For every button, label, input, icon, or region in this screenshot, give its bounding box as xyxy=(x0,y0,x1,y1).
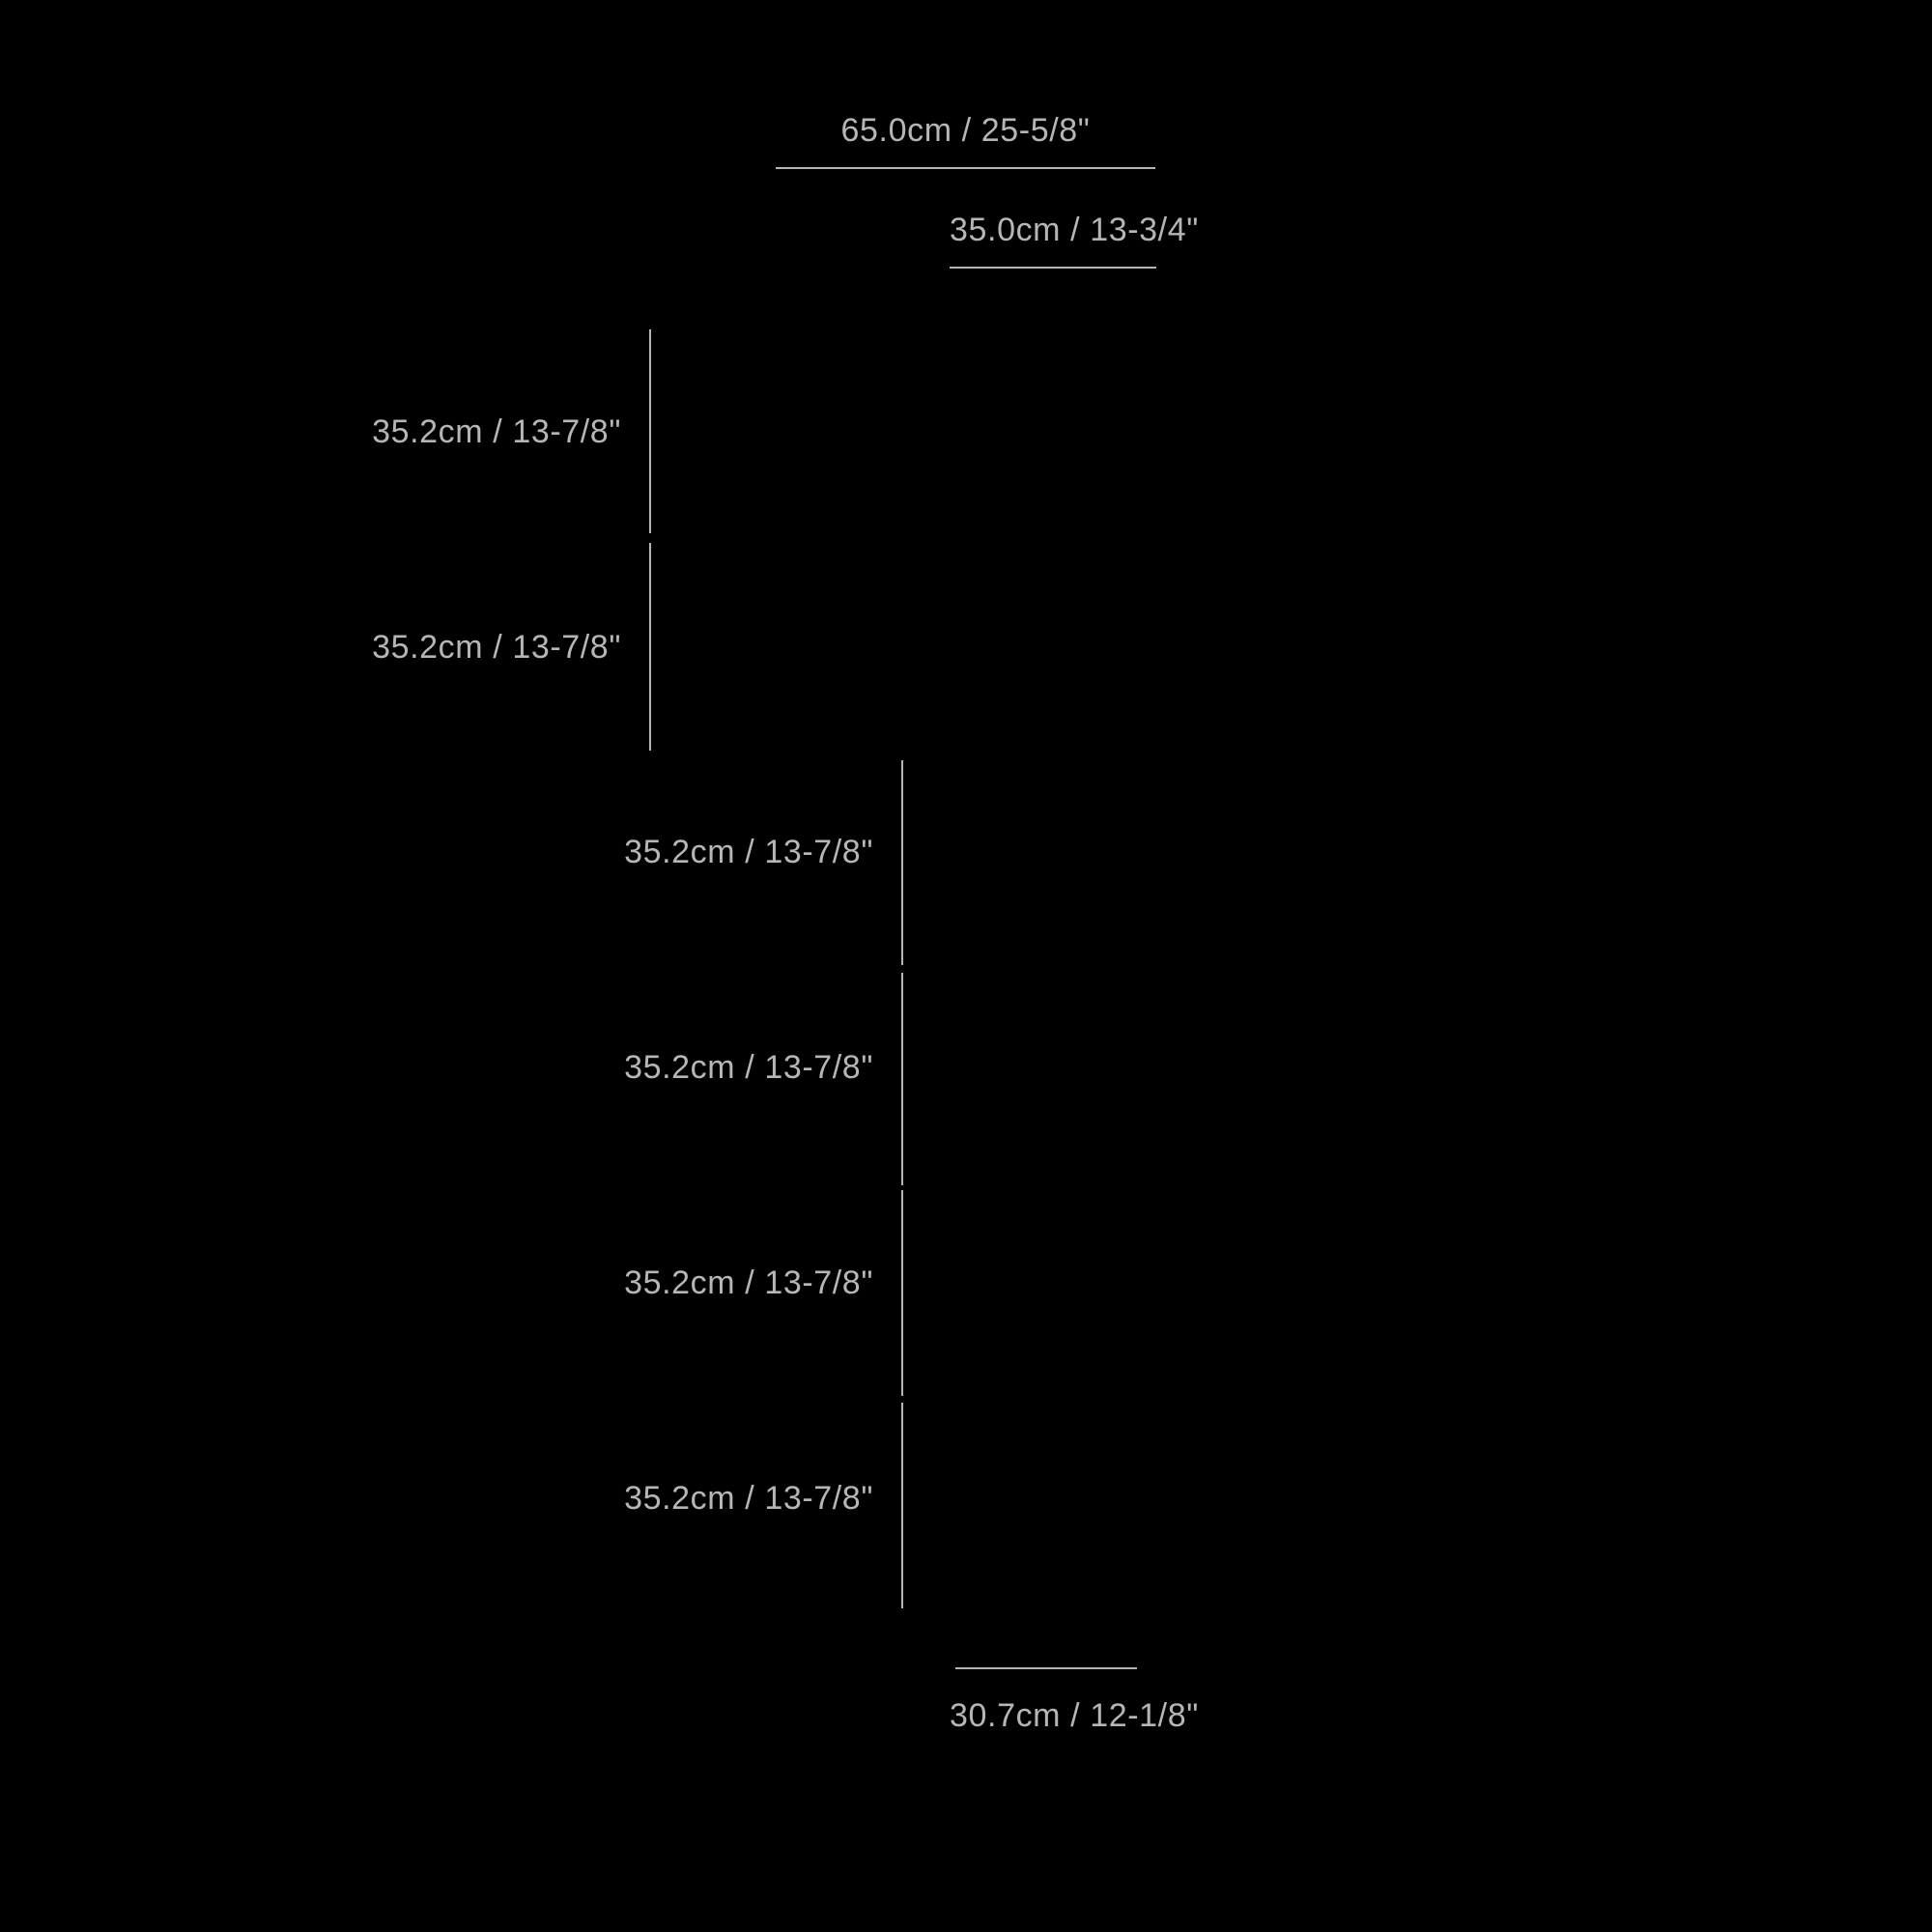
dimension-rule-center-height-1 xyxy=(901,760,903,965)
dimension-label-second-width: 35.0cm / 13-3/4" xyxy=(950,212,1199,248)
dimension-label-left-height-2: 35.2cm / 13-7/8" xyxy=(372,629,621,666)
dimension-rule-second-width xyxy=(950,267,1156,269)
dimension-rule-center-height-4 xyxy=(901,1403,903,1608)
dimension-label-bottom-width: 30.7cm / 12-1/8" xyxy=(950,1697,1199,1734)
dimension-label-top-width: 65.0cm / 25-5/8" xyxy=(840,112,1091,149)
dimension-rule-center-height-2 xyxy=(901,973,903,1185)
dimension-rule-left-height-2 xyxy=(649,543,651,751)
dimension-rule-center-height-3 xyxy=(901,1190,903,1396)
dimension-label-center-height-1: 35.2cm / 13-7/8" xyxy=(624,834,873,870)
dimension-rule-left-height-1 xyxy=(649,329,651,533)
dimension-label-left-height-1: 35.2cm / 13-7/8" xyxy=(372,413,621,450)
dimension-label-center-height-2: 35.2cm / 13-7/8" xyxy=(624,1049,873,1086)
dimension-label-center-height-3: 35.2cm / 13-7/8" xyxy=(624,1264,873,1301)
dimension-label-center-height-4: 35.2cm / 13-7/8" xyxy=(624,1480,873,1517)
dimension-rule-bottom-width xyxy=(955,1667,1137,1669)
dimension-rule-top-width xyxy=(776,167,1155,169)
